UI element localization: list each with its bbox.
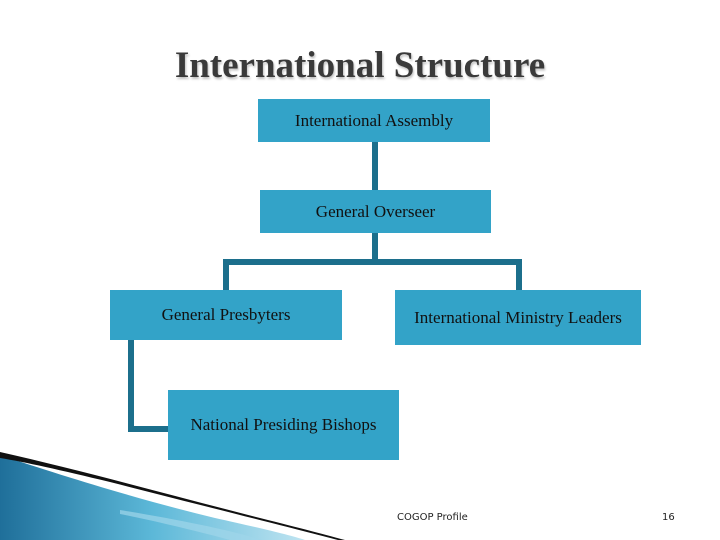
connector-overseer-branch <box>223 259 522 265</box>
page-number: 16 <box>662 512 675 523</box>
connector-presbyters-down <box>128 340 134 432</box>
slide-title: International Structure <box>174 45 546 86</box>
node-general-overseer: General Overseer <box>260 190 491 233</box>
connector-overseer-trunk <box>372 233 378 261</box>
connector-to-bishops <box>128 426 168 432</box>
connector-branch-to-presbyters <box>223 259 229 290</box>
connector-assembly-overseer <box>372 142 378 190</box>
node-national-presiding-bishops: National Presiding Bishops <box>168 390 399 460</box>
node-general-presbyters: General Presbyters <box>110 290 342 340</box>
footer-text: COGOP Profile <box>397 512 468 523</box>
connector-branch-to-ministry-leaders <box>516 259 522 290</box>
node-international-ministry-leaders: International Ministry Leaders <box>395 290 641 345</box>
node-international-assembly: International Assembly <box>258 99 490 142</box>
